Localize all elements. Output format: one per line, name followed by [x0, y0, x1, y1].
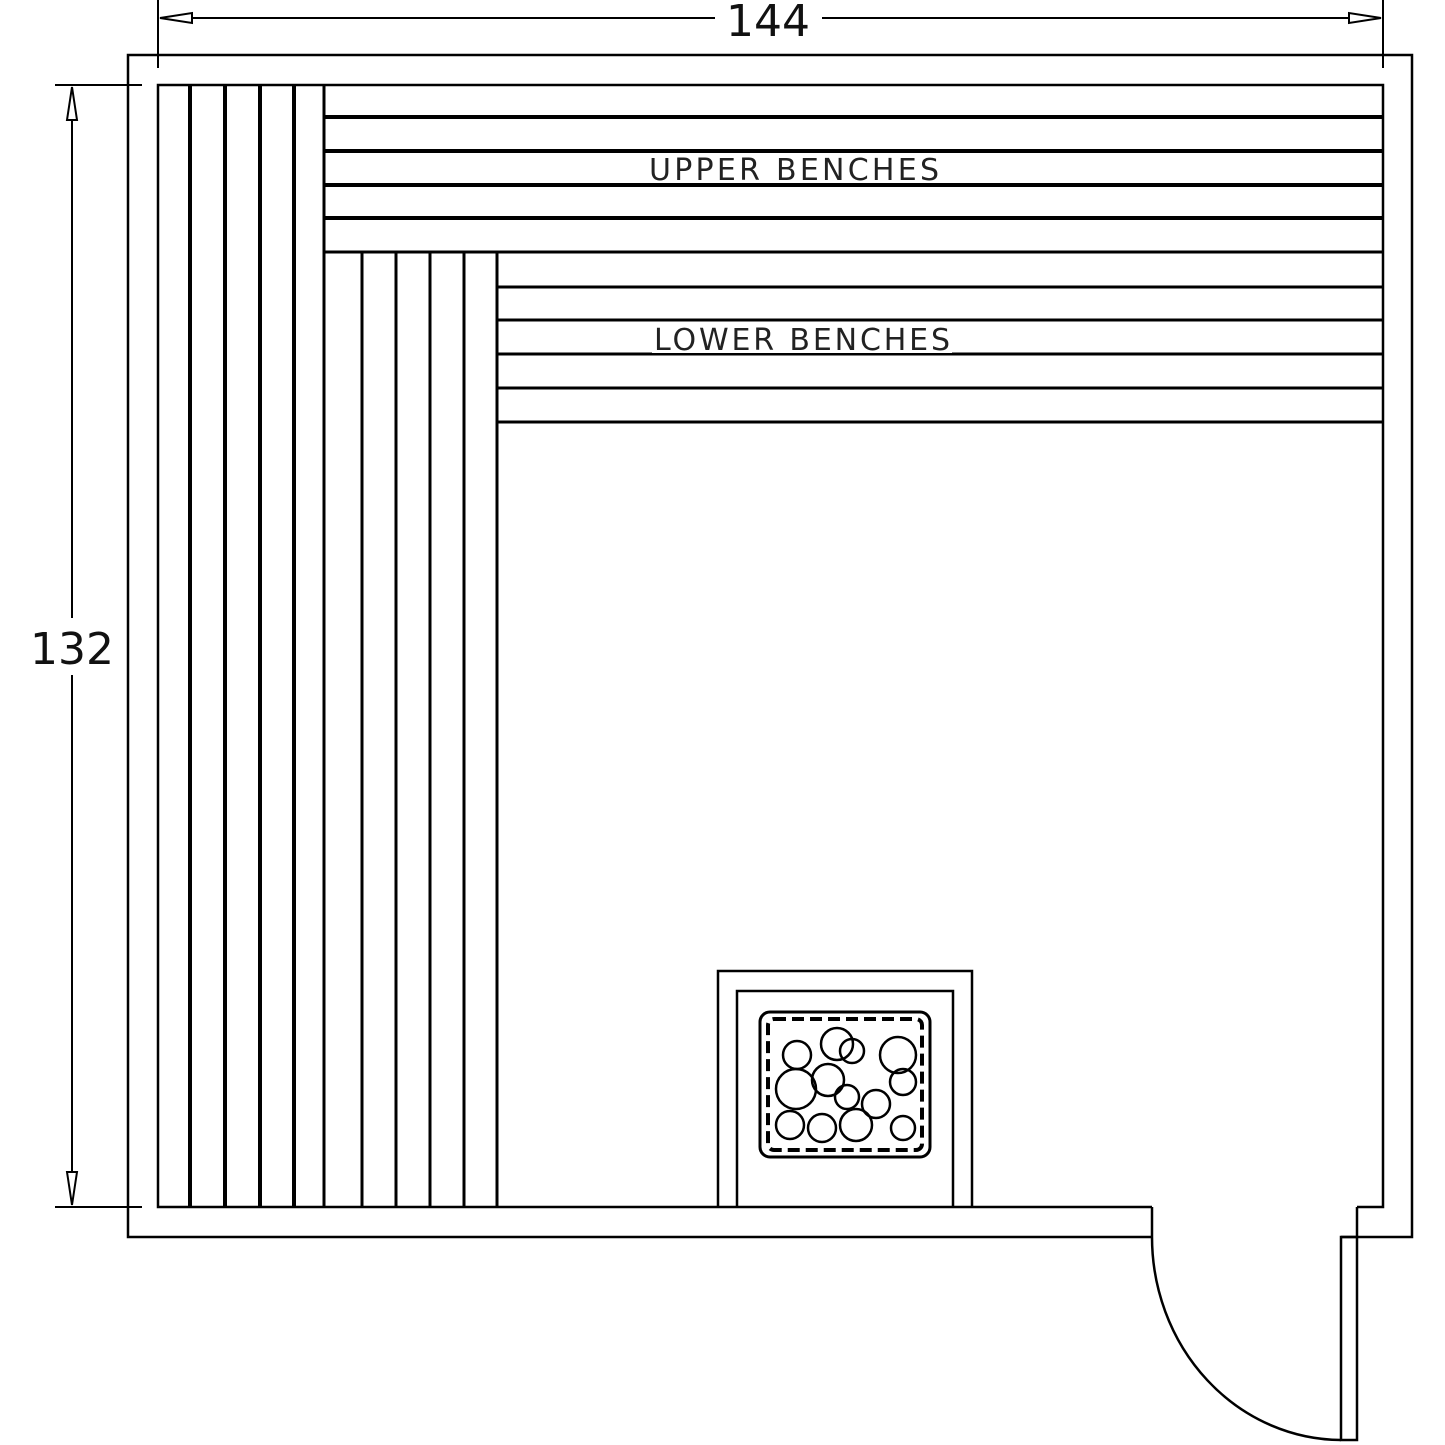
lower-bench-top-slats [497, 285, 1383, 424]
door [1150, 1235, 1359, 1442]
heater-stones [774, 1026, 918, 1144]
width-dimension-label: 144 [726, 0, 810, 47]
height-dimension-label: 132 [30, 624, 114, 675]
height-dimension [55, 84, 142, 1208]
upper-bench-left-slats [188, 85, 326, 1207]
upper-bench-top-slats [324, 115, 1383, 254]
outer-wall [126, 53, 1414, 1239]
heater [716, 969, 974, 1207]
lower-benches-label: LOWER BENCHES [654, 323, 950, 358]
upper-benches-label: UPPER BENCHES [649, 153, 939, 188]
width-dimension [157, 0, 1384, 68]
lower-bench-left-slats [360, 252, 499, 1207]
